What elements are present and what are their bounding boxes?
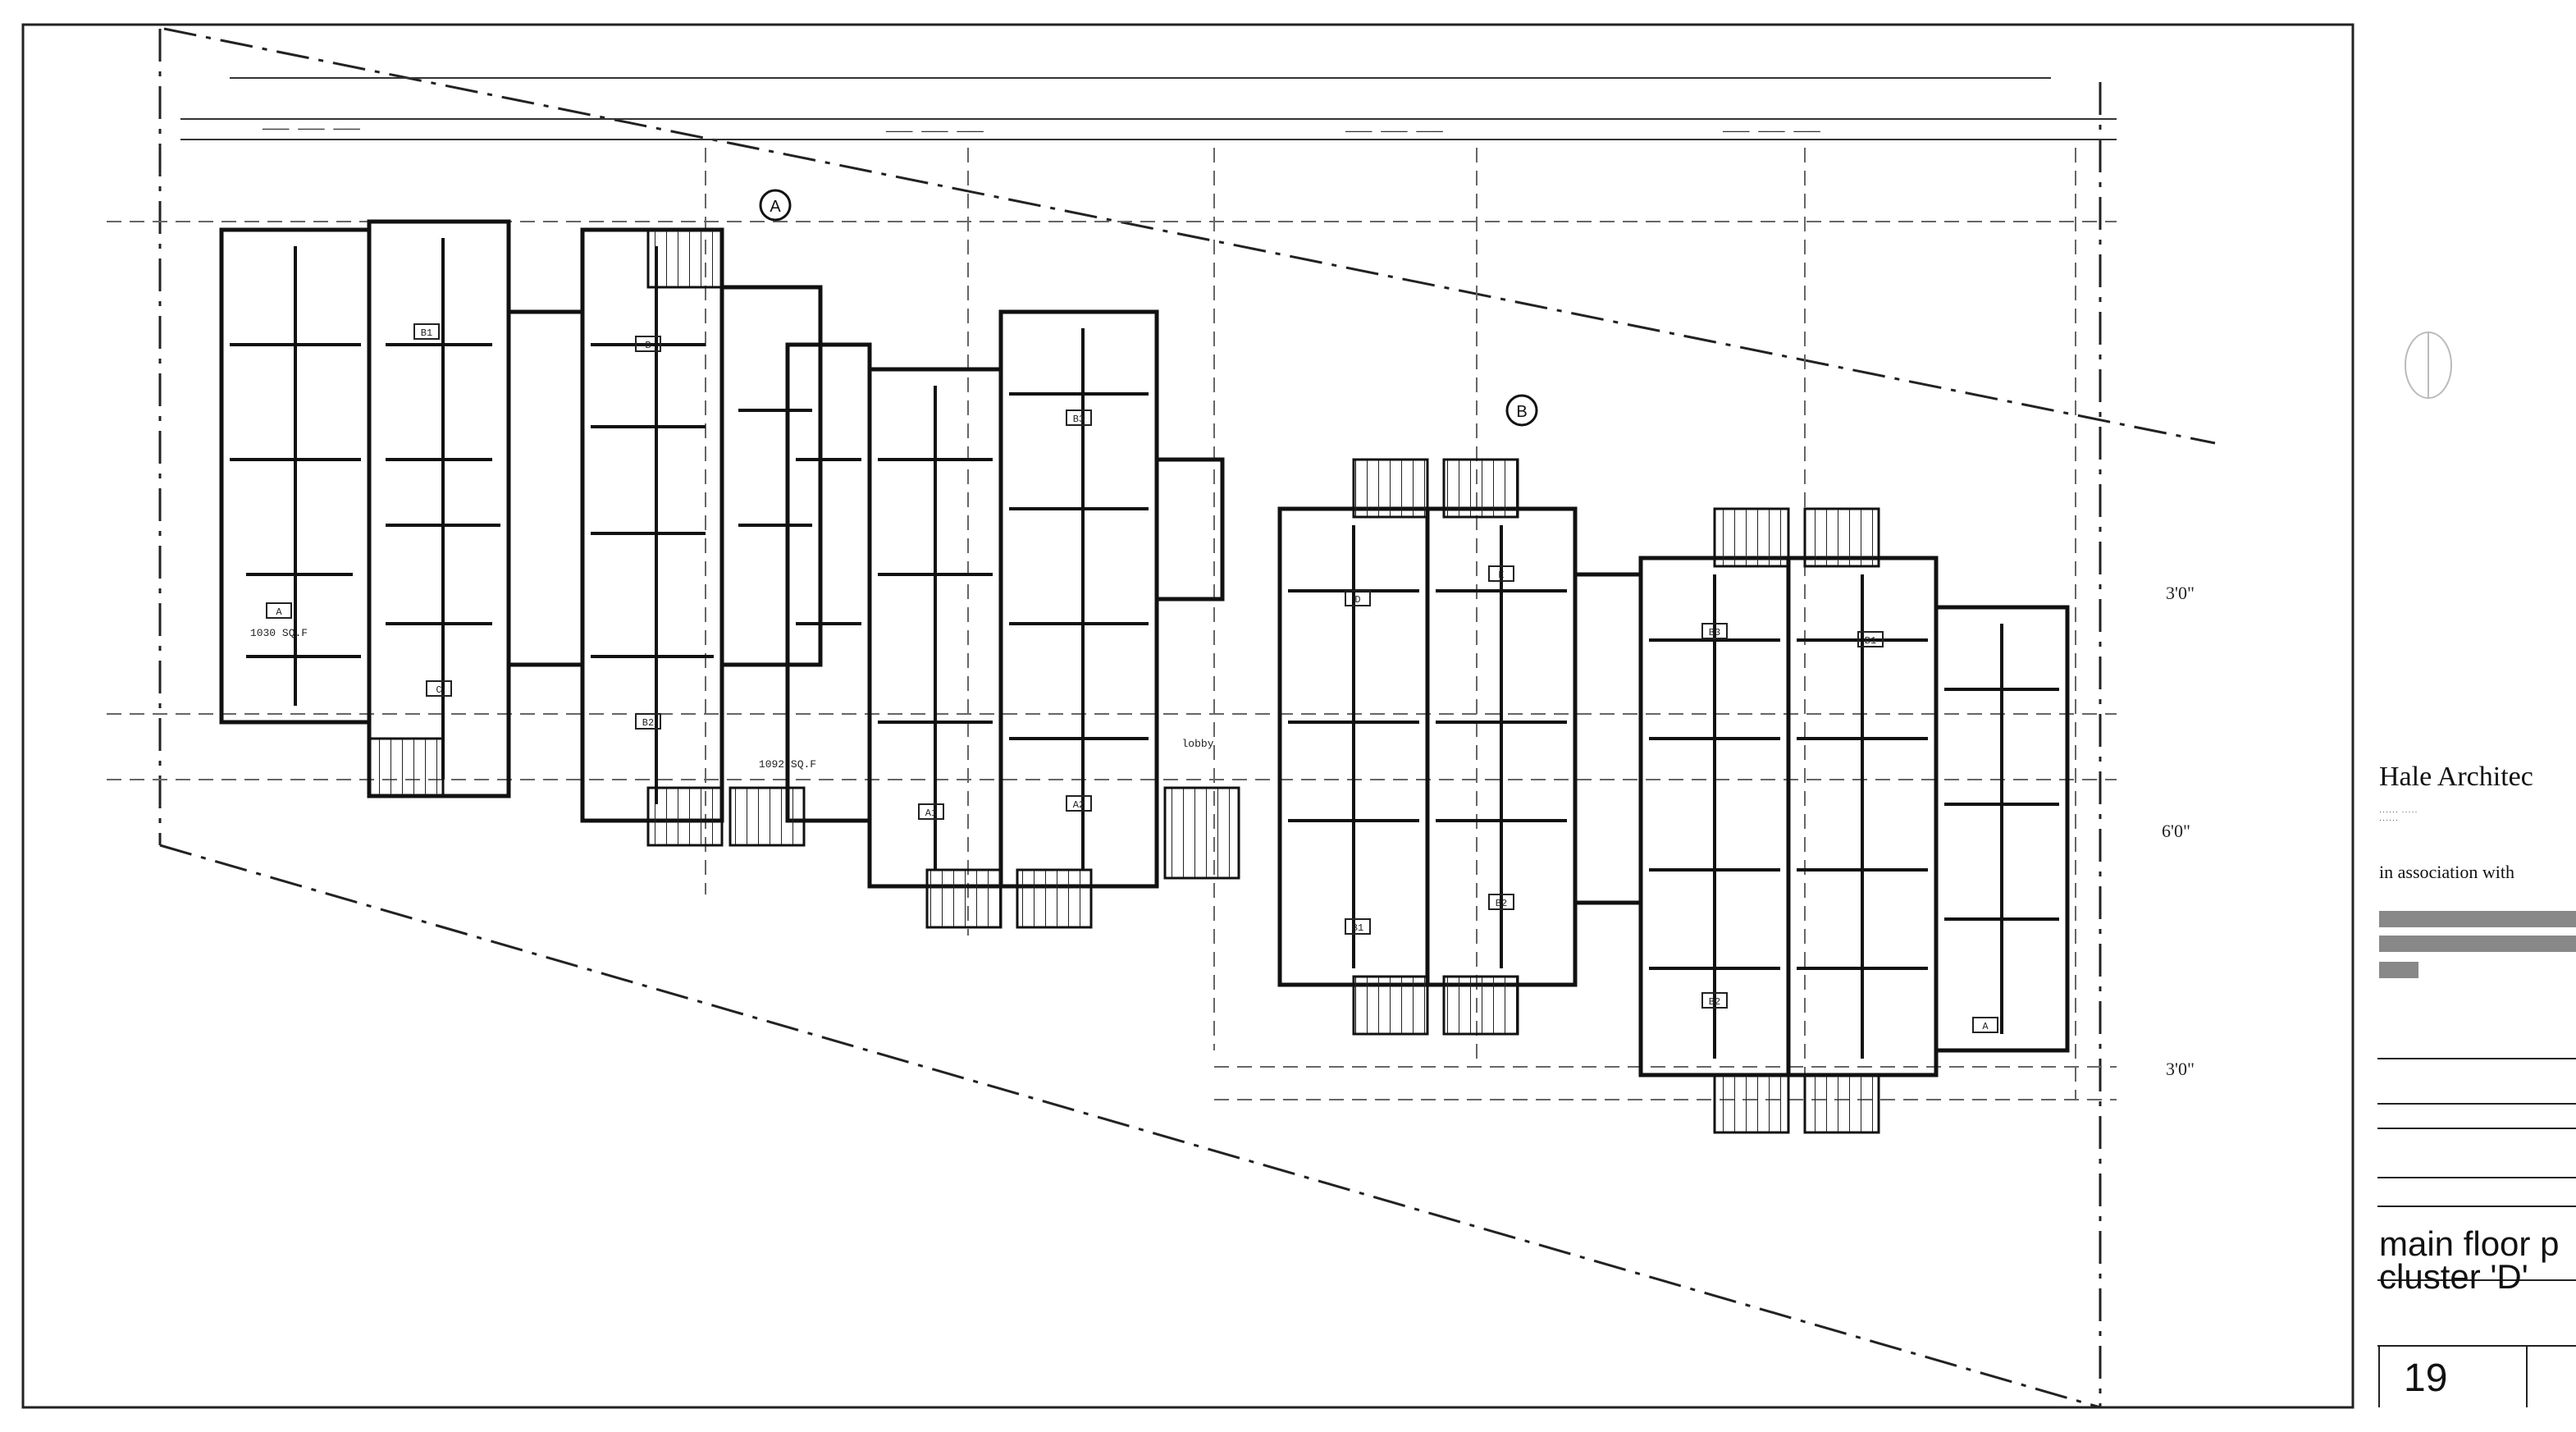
unit-tag: B1: [1352, 922, 1363, 934]
unit-tag: B2: [1496, 898, 1507, 909]
unit-tag: A2: [1073, 799, 1085, 811]
svg-text:3'0": 3'0": [2166, 1059, 2195, 1079]
gross-area-label-b: 1092 SQ.F: [759, 758, 816, 771]
lobby-label: lobby: [1181, 738, 1213, 750]
unit-tags: A B B1 B2 B3 C D E A1 A2 B1 B2 B3 B1 B2 …: [266, 323, 1998, 1033]
stair-hatching: [368, 228, 1880, 1134]
svg-text:——— ——— ———: ——— ——— ———: [262, 121, 360, 138]
unit-tag: B3: [1073, 414, 1085, 425]
section-marker-b-label: B: [1516, 403, 1527, 421]
svg-text:——— ——— ———: ——— ——— ———: [1722, 124, 1820, 140]
unit-tag: B3: [1709, 627, 1720, 638]
section-marker-a-label: A: [770, 198, 781, 216]
top-dimension-string: ——— ——— ——— ——— ——— ——— ——— ——— ——— ——— …: [180, 77, 2117, 140]
unit-tag: A1: [925, 808, 937, 819]
section-marker-b: B: [1505, 394, 1538, 427]
svg-text:3'0": 3'0": [2166, 583, 2195, 603]
firm-address: ······ ···········: [2379, 808, 2418, 824]
firm-logo: [2379, 911, 2576, 978]
unit-tag: A: [1982, 1021, 1989, 1032]
unit-tag: B1: [1865, 635, 1876, 647]
gross-area-label-a: 1030 SQ.F: [250, 627, 308, 639]
unit-tag: B2: [1709, 996, 1720, 1008]
unit-tag: A: [276, 606, 282, 618]
svg-text:——— ——— ———: ——— ——— ———: [885, 124, 984, 140]
title-block-frame: [2377, 1058, 2576, 1407]
drawing-title-line1: main floor p: [2379, 1224, 2560, 1263]
north-arrow-icon: [2405, 332, 2452, 399]
right-dimension-string: 3'0" 6'0" 3'0": [2162, 583, 2195, 1079]
association-label: in association with: [2379, 862, 2514, 882]
building-units: [219, 219, 2070, 1077]
unit-tag: C: [436, 684, 441, 696]
unit-tag: E: [1498, 570, 1504, 581]
unit-tag: B: [645, 340, 651, 351]
section-marker-a: A: [759, 189, 792, 222]
sheet-border: [21, 23, 2354, 1409]
firm-name: Hale Architec: [2379, 762, 2533, 792]
unit-tag: B1: [421, 327, 432, 339]
drawing-title-line2: cluster 'D': [2379, 1257, 2528, 1296]
interior-walls: [230, 238, 2059, 1059]
sheet-number: 19: [2404, 1357, 2448, 1400]
property-line: [158, 27, 2216, 1409]
unit-tag: D: [1354, 594, 1360, 606]
unit-tag: B2: [642, 717, 654, 729]
svg-text:——— ——— ———: ——— ——— ———: [1345, 124, 1443, 140]
svg-text:6'0": 6'0": [2162, 821, 2190, 841]
